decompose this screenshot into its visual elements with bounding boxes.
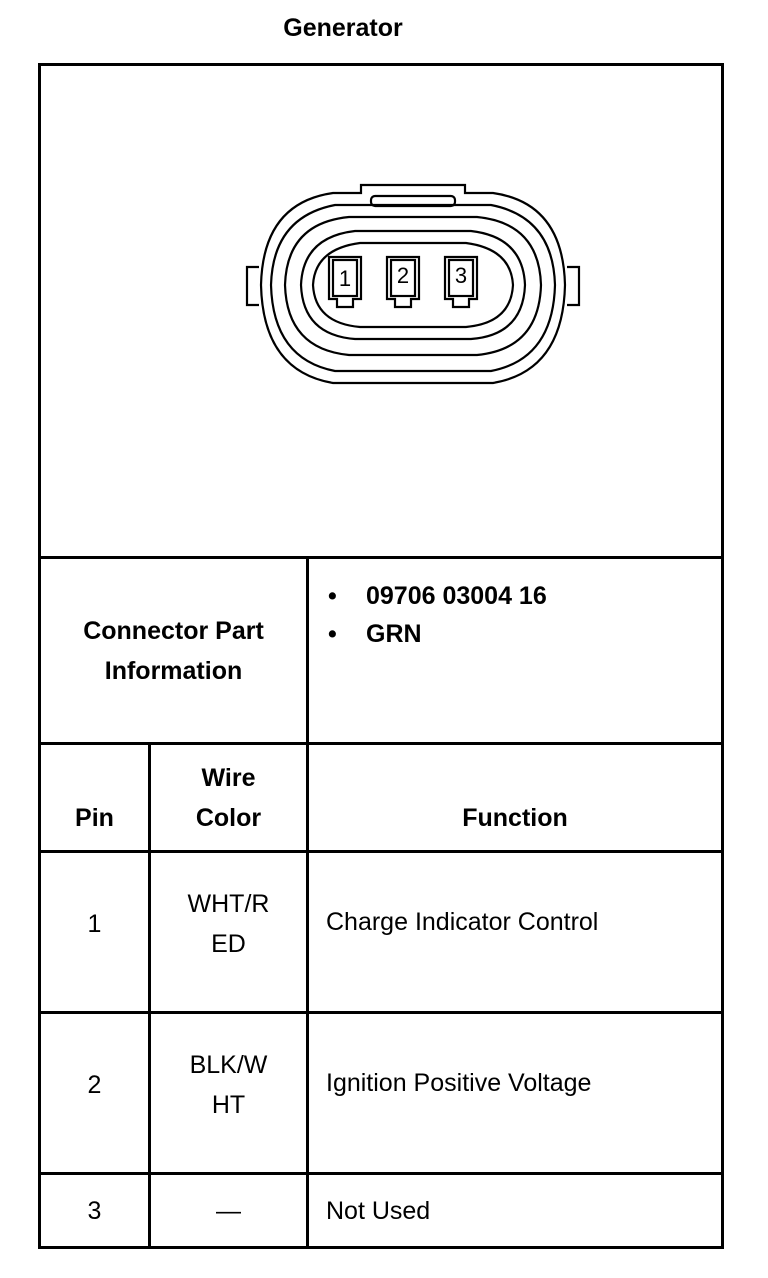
pin-1-window: [331, 258, 359, 298]
row-2-wire-color-line1: BLK/W: [189, 1051, 268, 1079]
row-3-pin: 3: [87, 1196, 102, 1225]
pin-1-label: 1: [339, 266, 351, 291]
rule-below-part-info: [38, 742, 724, 745]
pin-2-label: 2: [397, 263, 409, 288]
pin-2-window: [389, 258, 417, 298]
row-3-function: Not Used: [326, 1196, 431, 1225]
header-function-text: Function: [462, 804, 568, 832]
border-bottom: [38, 1246, 724, 1249]
row-1-function: Charge Indicator Control: [326, 908, 599, 936]
part-info-label-line1: Connector Part: [83, 616, 264, 645]
part-info-list: • 09706 03004 16 • GRN: [328, 577, 547, 653]
row-2-function: Ignition Positive Voltage: [326, 1069, 592, 1097]
header-wire-color-line1: Wire: [201, 764, 256, 792]
page-title: Generator: [283, 14, 403, 42]
list-item: • GRN: [328, 615, 547, 653]
row-3-wire-color: —: [216, 1196, 241, 1225]
pin-3-label: 3: [455, 263, 467, 288]
border-left: [38, 63, 41, 1249]
rule-after-pin: [148, 742, 151, 1249]
header-function: Function: [309, 745, 721, 850]
part-number: 09706 03004 16: [366, 582, 547, 610]
header-pin: Pin: [41, 745, 148, 850]
row-1-wire-color-line1: WHT/R: [187, 890, 270, 918]
rule-below-diagram: [38, 556, 724, 559]
rule-after-label: [306, 556, 309, 1249]
row-1-wire-color: WHT/R ED: [151, 853, 306, 1011]
rule-below-row-2: [38, 1172, 724, 1175]
rule-below-row-1: [38, 1011, 724, 1014]
row-2-wire-color: BLK/W HT: [151, 1014, 306, 1172]
list-item: • 09706 03004 16: [328, 577, 547, 615]
connector-table: 1 2 3 Connector Part Information • 09706…: [38, 63, 724, 1249]
border-top: [38, 63, 724, 66]
border-right: [721, 63, 724, 1249]
connector-color: GRN: [366, 620, 422, 648]
row-1-pin: 1: [87, 910, 102, 938]
bullet-icon: •: [328, 582, 337, 610]
part-info-label: Connector Part Information: [41, 559, 306, 742]
row-2-wire-color-line2: HT: [211, 1091, 246, 1119]
rule-below-header: [38, 850, 724, 853]
connector-face-diagram: 1 2 3: [245, 183, 581, 385]
header-pin-text: Pin: [75, 804, 114, 832]
header-wire-color-line2: Color: [195, 804, 262, 832]
row-2-pin: 2: [87, 1071, 102, 1099]
pin-3-window: [447, 258, 475, 298]
header-wire-color: Wire Color: [151, 745, 306, 850]
part-info-label-line2: Information: [104, 656, 243, 685]
row-1-wire-color-line2: ED: [211, 930, 246, 958]
bullet-icon: •: [328, 620, 337, 648]
